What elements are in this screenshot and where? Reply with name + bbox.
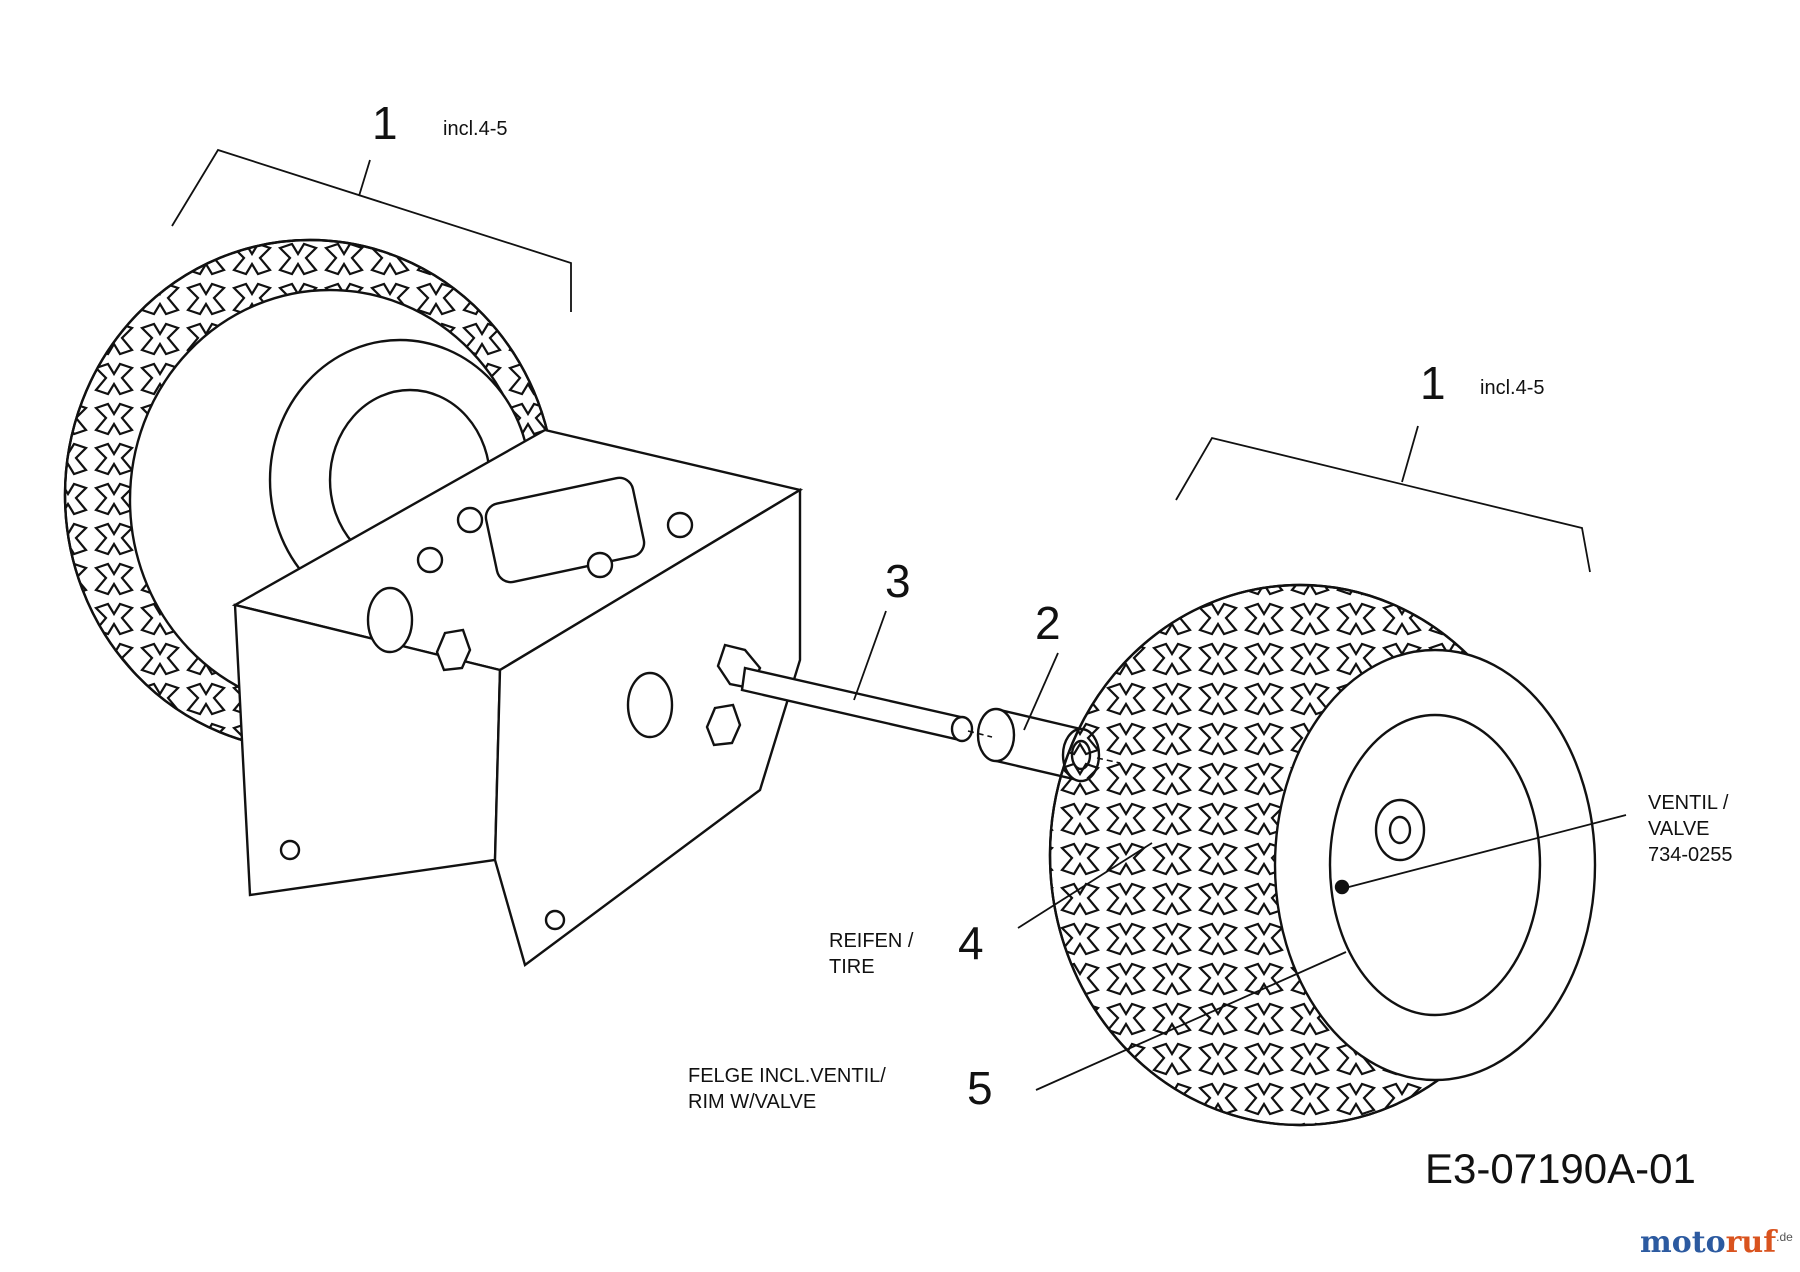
callout-number-spacer: 2 <box>1035 597 1061 649</box>
callout-number-axle: 3 <box>885 555 911 607</box>
valve-label-line2: VALVE <box>1648 818 1710 840</box>
callout-number-rim: 5 <box>967 1062 993 1114</box>
rim-label: FELGE INCL.VENTIL/ RIM W/VALVE <box>688 1063 886 1115</box>
tire-label-line2: TIRE <box>829 956 875 978</box>
callout-note-left-wheel: incl.4-5 <box>443 118 508 140</box>
callout-number-tire: 4 <box>958 917 984 969</box>
rim-label-line1: FELGE INCL.VENTIL/ <box>688 1065 886 1087</box>
callout-lines <box>171 148 1627 1091</box>
callout-note-right-wheel: incl.4-5 <box>1480 377 1545 399</box>
watermark-part-ruf: ruf <box>1725 1225 1777 1260</box>
axle-part <box>716 643 974 743</box>
rim-label-line2: RIM W/VALVE <box>688 1091 817 1113</box>
watermark-text: motoruf <box>1640 1225 1776 1260</box>
tire-label: REIFEN / TIRE <box>829 928 913 980</box>
valve-label: VENTIL / VALVE 734-0255 <box>1648 790 1733 868</box>
callout-number-right-wheel: 1 <box>1420 357 1446 409</box>
valve-label-line1: VENTIL / <box>1648 792 1729 814</box>
valve-part-number: 734-0255 <box>1648 844 1733 866</box>
frame-housing <box>231 428 804 968</box>
watermark-suffix: .de <box>1776 1230 1793 1244</box>
tire-label-line1: REIFEN / <box>829 930 914 952</box>
callout-number-left-wheel: 1 <box>372 97 398 149</box>
watermark-part-moto: moto <box>1640 1225 1726 1260</box>
watermark-logo: motoruf.de <box>1640 1228 1793 1258</box>
drawing-code: E3-07190A-01 <box>1425 1145 1696 1192</box>
